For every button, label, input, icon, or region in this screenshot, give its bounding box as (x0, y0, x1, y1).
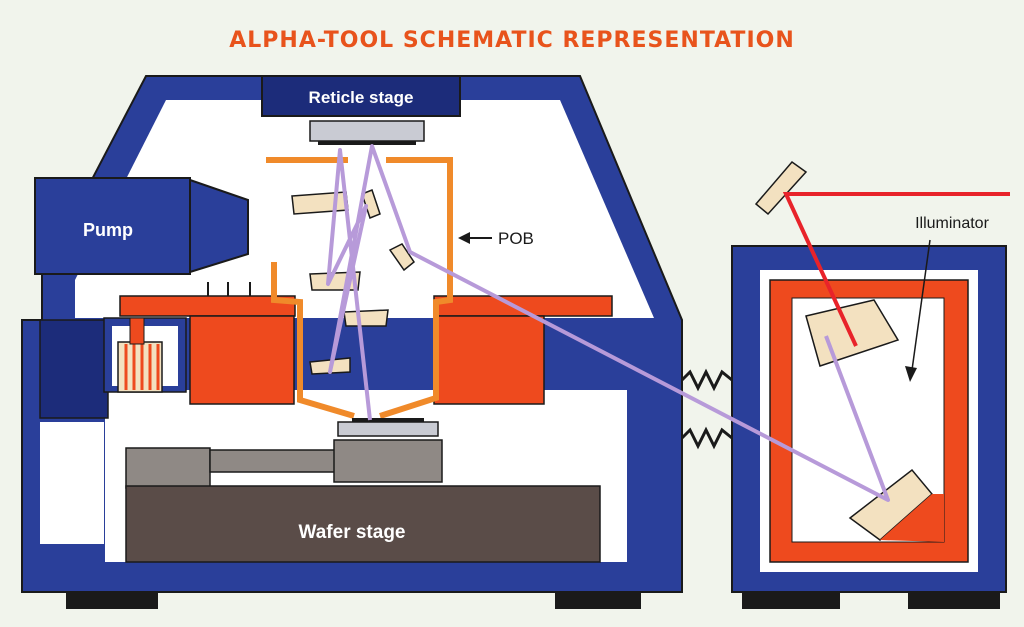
reticle-base (318, 141, 416, 145)
diagram-title: ALPHA-TOOL SCHEMATIC REPRESENTATION (229, 28, 795, 53)
foot-illuminator-left (742, 593, 840, 609)
left-auxiliary-unit (39, 317, 187, 419)
foot-left (66, 593, 158, 609)
pob-label: POB (498, 229, 534, 248)
illuminator-label: Illuminator (915, 215, 989, 232)
wafer-stage-block (125, 485, 601, 563)
support-plate-left (119, 295, 296, 317)
euv-beam-path (326, 144, 890, 502)
mirror-2 (361, 189, 381, 219)
bellows (680, 368, 733, 450)
foot-center (555, 593, 641, 609)
pob-housing (266, 157, 453, 419)
machine-feet (66, 593, 1000, 609)
mirror-3 (388, 243, 416, 272)
pump-label: Pump (83, 220, 133, 240)
laser-beam (782, 192, 1010, 347)
pump: Pump (34, 177, 249, 275)
illuminator-arrowhead (905, 366, 917, 382)
wafer-chuck-top (352, 418, 424, 422)
left-panel-interior (40, 422, 104, 544)
laser-input-mirror (754, 160, 808, 216)
illuminator-chamber (731, 245, 1007, 593)
mirror-1 (291, 191, 349, 215)
foot-illuminator-right (908, 593, 1000, 609)
illuminator-arrow (911, 239, 931, 371)
mirror-5 (343, 309, 389, 327)
wafer-stage-mechanics: Wafer stage (125, 439, 601, 563)
reticle-stage-label: Reticle stage (309, 88, 414, 107)
wafer-stage-label: Wafer stage (299, 522, 406, 543)
support-block-right (433, 315, 545, 405)
reticle-stage-block (261, 75, 461, 117)
support-block-left (189, 315, 295, 405)
support-plate-right (433, 295, 613, 317)
reticle (309, 120, 425, 142)
plate-ticks (207, 282, 251, 296)
pump-nozzle (189, 178, 249, 274)
pob-arrowhead (458, 232, 470, 244)
wafer (337, 421, 439, 437)
